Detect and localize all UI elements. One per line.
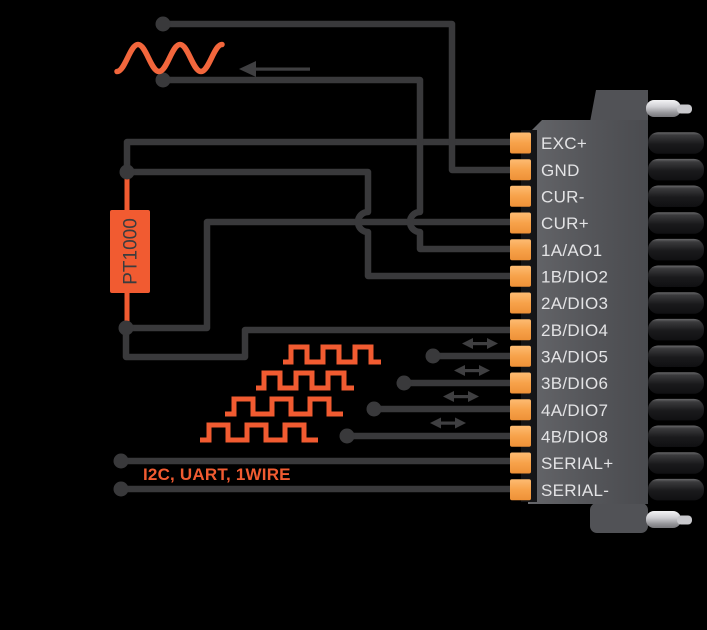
junction-dot (118, 320, 134, 336)
screw-terminal (648, 372, 704, 394)
pin-label-cur-minus: CUR- (541, 188, 585, 207)
pin-label-1b-dio2: 1B/DIO2 (541, 268, 608, 287)
square-wave-icon (283, 344, 381, 365)
junction-dot (155, 16, 171, 32)
pin-2b-dio4 (510, 319, 531, 341)
metal-post-bottom (646, 511, 692, 528)
screw-terminal (648, 398, 704, 421)
pin-label-2a-dio3: 2A/DIO3 (541, 294, 608, 313)
screw-terminal (648, 212, 704, 234)
square-wave-icon (225, 396, 343, 417)
wire-gnd (163, 20, 513, 174)
wire-1b-dio2 (127, 168, 513, 280)
screw-terminal (648, 238, 704, 261)
junction-dot (396, 375, 412, 391)
pin-cur-plus (510, 212, 531, 234)
screw-terminal (648, 425, 704, 447)
pin-row-strip (510, 132, 531, 501)
junction-dot (425, 348, 441, 364)
pin-label-exc-plus: EXC+ (541, 134, 587, 153)
pin-2a-dio3 (510, 292, 531, 314)
pt1000-label: PT1000 (121, 218, 142, 285)
connector-body (529, 120, 648, 504)
pin-label-2b-dio4: 2B/DIO4 (541, 321, 608, 340)
junction-dot (339, 428, 355, 444)
pin-label-3b-dio6: 3B/DIO6 (541, 374, 608, 393)
junction-dot (119, 164, 135, 180)
pin-4a-dio7 (510, 399, 531, 421)
square-wave-icon (200, 422, 318, 443)
screw-terminal (648, 318, 704, 341)
metal-post-top (646, 100, 692, 117)
junction-dot (366, 401, 382, 417)
pin-serial-minus (510, 479, 531, 501)
pin-label-serial-minus: SERIAL- (541, 481, 609, 500)
pin-label-4a-dio7: 4A/DIO7 (541, 401, 608, 420)
pin-serial-plus (510, 452, 531, 474)
pin-gnd (510, 159, 531, 181)
bidirectional-arrow-icon (443, 391, 479, 402)
pin-labels: EXC+ GND CUR- CUR+ 1A/AO1 1B/DIO2 2A/DIO… (541, 134, 614, 500)
pin-label-4b-dio8: 4B/DIO8 (541, 428, 608, 447)
connector-top-notch (590, 90, 648, 122)
pin-label-3a-dio5: 3A/DIO5 (541, 348, 608, 367)
screw-terminal (648, 132, 704, 154)
terminal-block (648, 132, 704, 501)
pin-3a-dio5 (510, 345, 531, 367)
screw-terminal (648, 185, 704, 207)
pin-1a-ao1 (510, 239, 531, 261)
pin-exc-plus (510, 132, 531, 154)
sine-wave-icon (114, 41, 225, 75)
junction-dot (113, 453, 129, 469)
pin-1b-dio2 (510, 265, 531, 287)
pt1000-resistor (110, 210, 150, 293)
pin-label-gnd: GND (541, 161, 580, 180)
junction-dot (113, 481, 129, 497)
wire-2b-dio4 (122, 326, 513, 361)
junction-dot (155, 72, 171, 88)
pin-3b-dio6 (510, 372, 531, 394)
bus-label: I2C, UART, 1WIRE (143, 465, 291, 484)
left-arrow-icon (239, 61, 310, 77)
screw-terminal (648, 292, 704, 314)
bidirectional-arrow-icon (430, 417, 466, 429)
pin-label-serial-plus: SERIAL+ (541, 454, 614, 473)
pin-label-cur-plus: CUR+ (541, 214, 589, 233)
screw-terminal (648, 452, 704, 474)
pin-4b-dio8 (510, 425, 531, 447)
bidirectional-arrow-icon (454, 365, 490, 376)
screw-terminal (648, 265, 704, 287)
screw-terminal (648, 345, 704, 367)
screw-terminal (648, 478, 704, 501)
pin-cur-minus (510, 185, 531, 207)
square-wave-icon (256, 370, 354, 391)
connector-bottom-notch (590, 503, 648, 533)
wire-exc-plus (123, 138, 513, 172)
wire-1a-ao1 (163, 76, 513, 253)
bidirectional-arrow-icon (462, 338, 498, 349)
pin-label-1a-ao1: 1A/AO1 (541, 241, 602, 260)
screw-terminal (648, 158, 704, 181)
